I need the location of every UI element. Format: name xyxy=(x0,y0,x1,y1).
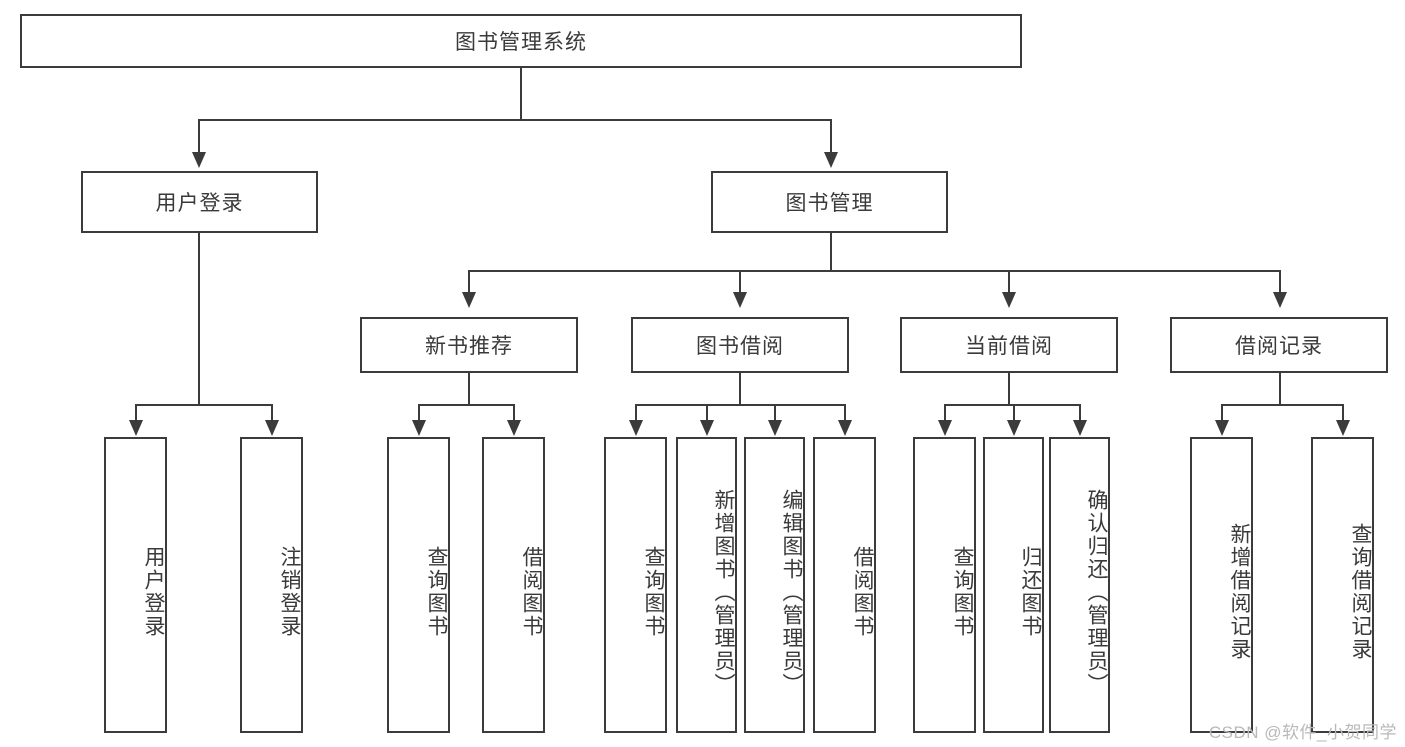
arrow-borrow-record-to-leaf-0 xyxy=(1215,420,1229,436)
edge-new-book-stem xyxy=(468,373,470,405)
leaf-book-borrow-edit-book-admin[interactable]: 编辑图书（管理员） xyxy=(744,437,805,733)
arrow-current-borrow-to-leaf-2 xyxy=(1073,420,1087,436)
edge-book-borrow-to-leaf-0 xyxy=(635,404,637,422)
leaf-current-borrow-query-books[interactable]: 查询图书 xyxy=(913,437,976,733)
edge-current-borrow-stem xyxy=(1008,373,1010,405)
leaf-label: 查询借阅记录 xyxy=(1349,523,1372,661)
arrow-root-to-user-login xyxy=(192,152,206,168)
arrow-book-borrow-to-leaf-2 xyxy=(768,420,782,436)
edge-current-borrow-bus xyxy=(944,404,1080,406)
node-book-borrow[interactable]: 图书借阅 xyxy=(631,317,849,373)
arrow-book-manage-to-l3-2 xyxy=(1002,292,1016,308)
edge-user-login-stem xyxy=(198,233,200,405)
leaf-label: 新增图书（管理员） xyxy=(712,488,735,696)
arrow-user-login-to-leaf-1 xyxy=(265,420,279,436)
leaf-label: 查询图书 xyxy=(642,546,665,638)
edge-book-borrow-to-leaf-3 xyxy=(844,404,846,422)
arrow-book-borrow-to-leaf-0 xyxy=(629,420,643,436)
leaf-borrow-record-add-record[interactable]: 新增借阅记录 xyxy=(1190,437,1253,733)
edge-root-bus xyxy=(198,119,832,121)
arrow-new-book-to-leaf-1 xyxy=(507,420,521,436)
arrow-user-login-to-leaf-0 xyxy=(129,420,143,436)
edge-book-borrow-to-leaf-1 xyxy=(706,404,708,422)
arrow-book-manage-to-l3-0 xyxy=(462,292,476,308)
leaf-label: 借阅图书 xyxy=(520,546,543,638)
edge-user-login-to-leaf-0 xyxy=(135,404,137,422)
leaf-label: 确认归还（管理员） xyxy=(1085,488,1108,696)
leaf-book-borrow-query-books[interactable]: 查询图书 xyxy=(604,437,667,733)
edge-borrow-record-bus xyxy=(1221,404,1343,406)
edge-root-to-book-manage xyxy=(830,119,832,154)
edge-user-login-to-leaf-1 xyxy=(271,404,273,422)
edge-book-manage-to-l3-3 xyxy=(1279,270,1281,294)
leaf-book-borrow-borrow-books[interactable]: 借阅图书 xyxy=(813,437,876,733)
arrow-book-borrow-to-leaf-1 xyxy=(700,420,714,436)
edge-borrow-record-to-leaf-1 xyxy=(1342,404,1344,422)
leaf-new-book-borrow-books[interactable]: 借阅图书 xyxy=(482,437,545,733)
node-new-book-recommend[interactable]: 新书推荐 xyxy=(360,317,578,373)
edge-book-borrow-to-leaf-2 xyxy=(774,404,776,422)
arrow-current-borrow-to-leaf-1 xyxy=(1007,420,1021,436)
leaf-label: 归还图书 xyxy=(1019,546,1042,638)
arrow-current-borrow-to-leaf-0 xyxy=(938,420,952,436)
node-root-library-system[interactable]: 图书管理系统 xyxy=(20,14,1022,68)
edge-borrow-record-stem xyxy=(1279,373,1281,405)
leaf-current-borrow-return-books[interactable]: 归还图书 xyxy=(983,437,1044,733)
leaf-user-login-login[interactable]: 用户登录 xyxy=(104,437,167,733)
leaf-new-book-query-books[interactable]: 查询图书 xyxy=(387,437,450,733)
leaf-label: 借阅图书 xyxy=(851,546,874,638)
arrow-book-borrow-to-leaf-3 xyxy=(838,420,852,436)
edge-book-manage-to-l3-0 xyxy=(468,270,470,294)
leaf-user-login-logout[interactable]: 注销登录 xyxy=(240,437,303,733)
edge-book-manage-to-l3-2 xyxy=(1008,270,1010,294)
edge-borrow-record-to-leaf-0 xyxy=(1221,404,1223,422)
leaf-label: 用户登录 xyxy=(142,546,165,638)
leaf-label: 注销登录 xyxy=(278,546,301,638)
node-user-login[interactable]: 用户登录 xyxy=(81,171,318,233)
leaf-label: 新增借阅记录 xyxy=(1228,523,1251,661)
edge-book-manage-stem xyxy=(830,233,832,271)
edge-book-manage-bus xyxy=(468,270,1280,272)
arrow-root-to-book-manage xyxy=(824,152,838,168)
arrow-borrow-record-to-leaf-1 xyxy=(1336,420,1350,436)
edge-current-borrow-to-leaf-1 xyxy=(1013,404,1015,422)
edge-root-to-user-login xyxy=(198,119,200,154)
leaf-label: 编辑图书（管理员） xyxy=(780,488,803,696)
edge-book-borrow-bus xyxy=(635,404,845,406)
leaf-current-borrow-confirm-return-admin[interactable]: 确认归还（管理员） xyxy=(1049,437,1110,733)
edge-current-borrow-to-leaf-2 xyxy=(1079,404,1081,422)
node-current-borrow[interactable]: 当前借阅 xyxy=(900,317,1118,373)
edge-book-manage-to-l3-1 xyxy=(739,270,741,294)
leaf-book-borrow-add-book-admin[interactable]: 新增图书（管理员） xyxy=(676,437,737,733)
leaf-label: 查询图书 xyxy=(425,546,448,638)
csdn-watermark: CSDN @软件_小贺同学 xyxy=(1208,723,1397,742)
edge-book-borrow-stem xyxy=(739,373,741,405)
edge-new-book-to-leaf-0 xyxy=(418,404,420,422)
edge-new-book-bus xyxy=(418,404,514,406)
edge-root-stem xyxy=(520,68,522,120)
arrow-new-book-to-leaf-0 xyxy=(412,420,426,436)
leaf-borrow-record-query-record[interactable]: 查询借阅记录 xyxy=(1311,437,1374,733)
edge-user-login-bus xyxy=(135,404,272,406)
arrow-book-manage-to-l3-3 xyxy=(1273,292,1287,308)
arrow-book-manage-to-l3-1 xyxy=(733,292,747,308)
node-book-management[interactable]: 图书管理 xyxy=(711,171,948,233)
leaf-label: 查询图书 xyxy=(951,546,974,638)
node-borrow-record[interactable]: 借阅记录 xyxy=(1170,317,1388,373)
edge-new-book-to-leaf-1 xyxy=(513,404,515,422)
edge-current-borrow-to-leaf-0 xyxy=(944,404,946,422)
